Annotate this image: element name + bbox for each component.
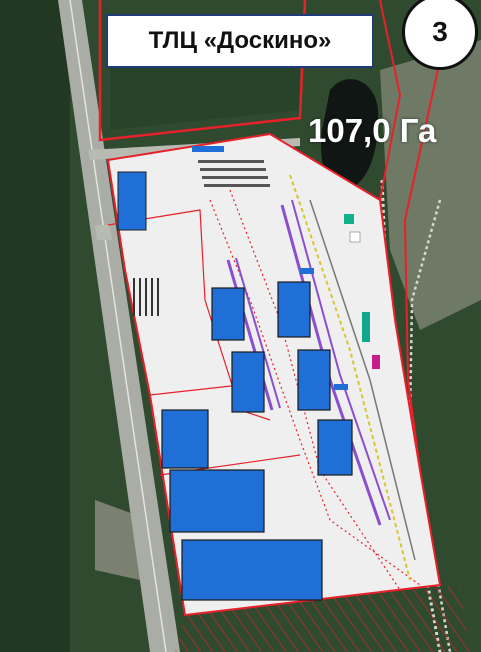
rail-track: [226, 259, 274, 411]
truck-parking: [133, 278, 159, 316]
warehouse-8: [181, 539, 323, 601]
highway-centerline: [69, 0, 167, 652]
railway-line-2: [408, 199, 452, 652]
warehouse-4: [297, 349, 331, 411]
warehouse-1: [211, 287, 245, 341]
highway: [58, 0, 180, 652]
forest-dark-left: [0, 0, 70, 652]
warehouse-6: [161, 409, 209, 469]
boundary-east-2: [403, 59, 441, 471]
area-label: 107,0 Га: [308, 112, 437, 149]
pond: [321, 79, 379, 191]
facility-teal: [362, 312, 370, 342]
warehouse-7: [169, 469, 265, 533]
facility-white: [349, 231, 361, 243]
rail-track-2: [235, 257, 281, 409]
facility-green: [344, 214, 354, 224]
checkpoint-building: [192, 146, 224, 152]
rail-track-grey: [309, 199, 416, 561]
plot-line: [107, 209, 271, 421]
facility-blue: [300, 268, 314, 274]
warehouses: [161, 281, 353, 601]
rail-track-4: [291, 199, 391, 521]
map-title: ТЛЦ «Доскино»: [106, 14, 374, 68]
admin-building: [117, 171, 147, 231]
warehouse-5: [317, 419, 353, 476]
access-road-2: [95, 225, 112, 240]
warehouse-3: [277, 281, 311, 338]
facility-blue-2: [334, 384, 348, 390]
map-number-badge: 3: [402, 0, 478, 70]
rail-track-yellow: [289, 174, 411, 581]
plot-line-2: [149, 384, 241, 396]
facility-magenta: [372, 355, 380, 369]
dotted-path: [209, 199, 421, 586]
parking-area: [198, 160, 270, 187]
warehouse-2: [231, 351, 265, 413]
hatched-zone: [175, 585, 470, 652]
